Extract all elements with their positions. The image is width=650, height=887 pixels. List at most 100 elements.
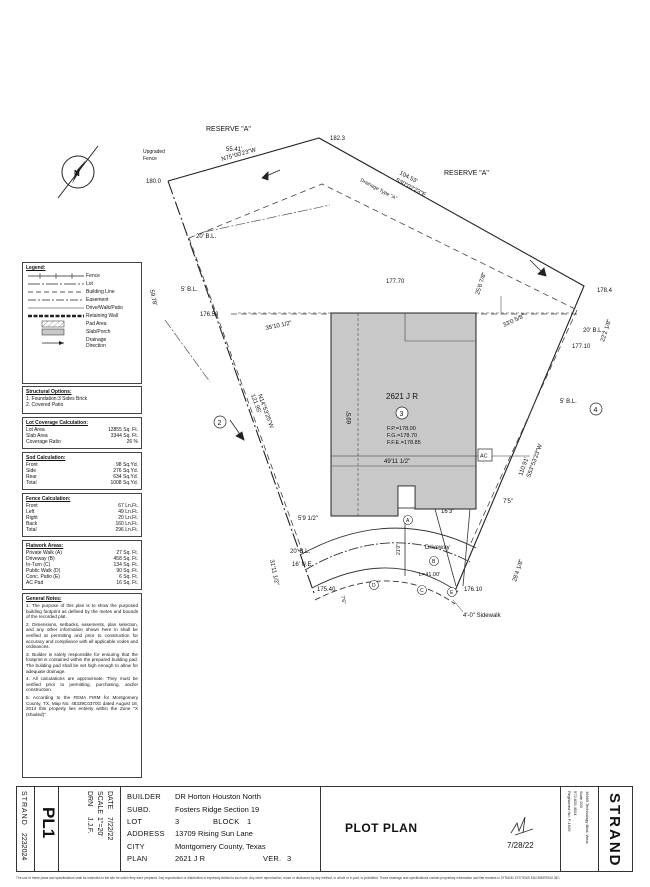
elev-182-3: 182.3	[330, 136, 346, 142]
subd-label: SUBD.	[127, 805, 151, 814]
sod-title: Sod Calculation:	[26, 455, 66, 461]
legend-drainage: Drainage Direction	[26, 336, 138, 350]
driveway	[404, 508, 471, 587]
note-5: 5. According to the FEMA FIRM for Montgo…	[26, 694, 138, 717]
note-2: 2. Dimensions, setbacks, easements, plan…	[26, 621, 138, 650]
block-value: 1	[247, 817, 252, 826]
block-label: BLOCK	[213, 817, 240, 826]
elev-178-4: 178.4	[597, 288, 613, 294]
elev-176-10: 176.10	[464, 587, 483, 593]
driveway-label: Driveway	[425, 545, 450, 551]
dim-21-0: 21'0"	[396, 544, 402, 555]
dimension-lines	[238, 296, 573, 516]
lot-coverage-title: Lot Coverage Calculation:	[26, 420, 88, 426]
dim-7-6: 7'6"	[339, 595, 347, 605]
reserve-a-left: RESERVE "A"	[206, 126, 251, 133]
ac-pad: AC	[477, 448, 493, 462]
lot-number-4: 4	[589, 402, 603, 416]
dim-31-11: 31'11 1/2"	[268, 559, 279, 586]
svg-text:2: 2	[218, 420, 222, 427]
fp-elev: F.P.=178.00	[387, 426, 416, 432]
flag-e: E	[447, 587, 457, 597]
bl-20-top: 20' B.L.	[196, 234, 216, 240]
easement-lines	[164, 204, 331, 383]
title-block: STRAND 2232024 PL1 DATE 7/22/22 SCALE 1"…	[16, 786, 633, 872]
date-scale-cell: DATE 7/22/22 SCALE 1"=20' DRN J.J.F.	[59, 787, 121, 871]
ue-16: 16' U.E.	[292, 562, 313, 568]
plan-value: 2621 J R	[175, 854, 206, 863]
reserve-a-right: RESERVE "A"	[444, 170, 489, 177]
ver-label: VER.	[263, 854, 282, 863]
drn-label: DRN	[86, 791, 93, 807]
strand-address-2: Suite 200	[579, 791, 584, 808]
sheet-number: PL1	[39, 807, 58, 839]
drn-value: J.J.F.	[86, 817, 93, 834]
scale-label: SCALE	[96, 791, 103, 814]
strand-logo: STRAND	[606, 793, 623, 868]
drainage-arrows	[229, 169, 547, 441]
plot-plan-title: PLOT PLAN	[345, 821, 418, 835]
dim-16-3: 16'3"	[441, 509, 454, 515]
svg-text:C: C	[420, 588, 424, 594]
bl-20-front: 20' B.L.	[290, 549, 310, 555]
bl-5-right: 5' B.L.	[560, 399, 577, 405]
ver-value: 3	[287, 854, 292, 863]
bl-5-left: 5' B.L.	[181, 287, 198, 293]
lot-boundary	[167, 137, 585, 594]
date-label: DATE	[106, 791, 113, 810]
drainage-type: Drainage Type "A"	[359, 177, 398, 202]
dim-49-11: 49'11 1/2"	[384, 459, 410, 465]
date-value: 7/22/22	[106, 817, 113, 841]
flag-b: B	[429, 556, 439, 566]
dim-25-6: 25'6 7/8"	[475, 272, 488, 296]
elev-177-10: 177.10	[572, 344, 591, 350]
upgraded-fence-1: Upgraded	[143, 149, 165, 155]
flatwork-row: Public Walk (D)90 Sq. Ft.	[26, 568, 138, 574]
address-label: ADDRESS	[127, 829, 165, 838]
fg-elev: F.G.=178.70	[387, 433, 417, 439]
fence-title: Fence Calculation:	[26, 496, 71, 502]
sheet-cell: PL1	[35, 787, 59, 871]
legend-slab-porch: Slab/Porch	[26, 328, 138, 336]
strand-address-3: 972.829.4004	[573, 791, 578, 816]
footer-disclaimer: The use of these plans and specification…	[16, 876, 561, 880]
legend-building-line: Building Line	[28, 289, 115, 295]
dim-35-10: 35'10 1/2"	[265, 321, 292, 332]
subd-value: Fosters Ridge Section 19	[175, 805, 260, 814]
address-value: 13709 Rising Sun Lane	[175, 829, 253, 838]
sign-date: 7/28/22	[507, 841, 534, 850]
flatwork-row: In-Turn (C)134 Sq. Ft.	[26, 562, 138, 568]
flag-a: A	[403, 515, 413, 525]
svg-text:N: N	[74, 169, 80, 178]
plot-plan-cell: PLOT PLAN 7/28/22	[321, 787, 561, 871]
legend-drive-walk: Drive/Walk/Patio	[28, 305, 123, 311]
svg-text:4: 4	[594, 407, 598, 414]
legend-pad-area: Pad Area	[26, 320, 138, 328]
lot-label: LOT	[127, 817, 143, 826]
dim-5-9: 5'9 1/2"	[298, 516, 318, 522]
flag-d: D	[369, 580, 379, 590]
elev-175-40: 175.40	[317, 587, 336, 593]
legend-easement: Easement	[28, 297, 109, 303]
strand-address-cell: 16969 Technology Blvd. West Suite 200 97…	[561, 787, 599, 871]
lot-value: 3	[175, 817, 180, 826]
lot-number-2: 2	[213, 415, 227, 429]
scale-value: 1"=20'	[96, 817, 103, 837]
dim-7-5: 7'5"	[503, 499, 513, 505]
dim-69-5: 69'5"	[347, 411, 353, 424]
legend-lot: Lot	[28, 281, 93, 287]
strand-address-4: Registered No. F-1929	[567, 791, 572, 832]
